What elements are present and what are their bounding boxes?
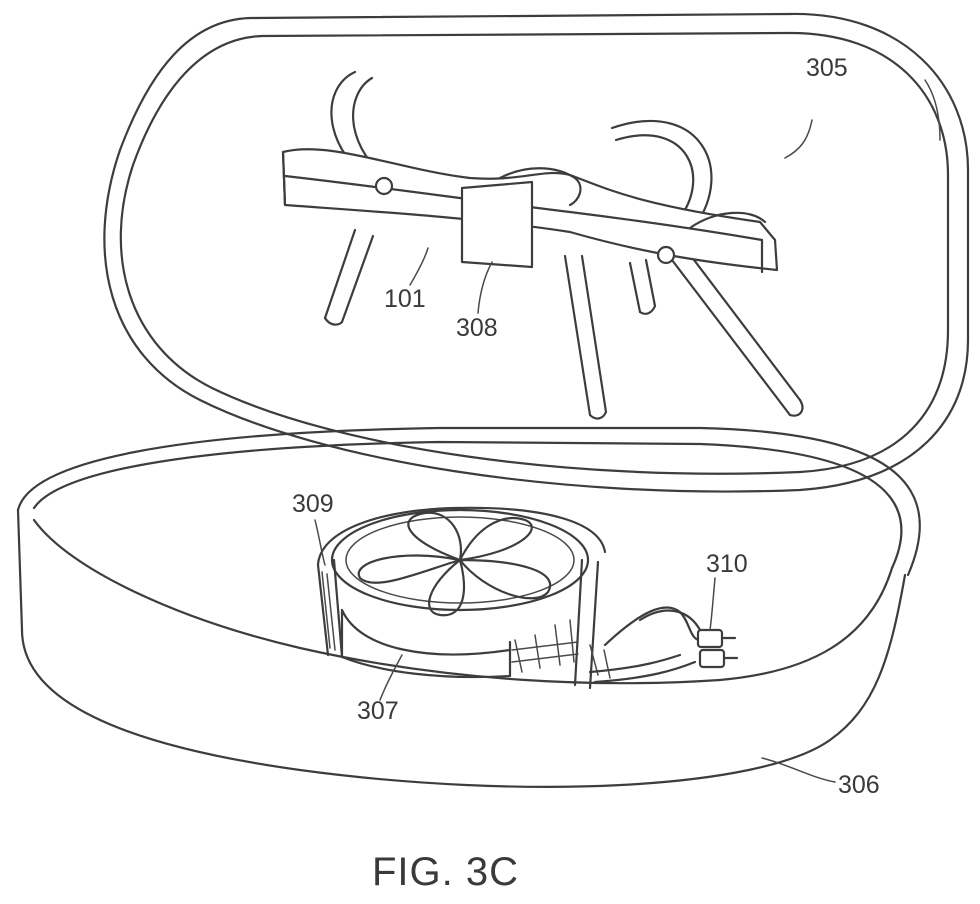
- eyewear: [281, 70, 804, 420]
- case-lid: [103, 12, 970, 493]
- connector-assembly: [588, 606, 739, 684]
- leader-lines: [314, 119, 836, 783]
- label-309: 309: [292, 490, 334, 518]
- figure-caption: FIG. 3C: [372, 850, 519, 894]
- drum-assembly: [316, 506, 611, 690]
- label-305: 305: [806, 54, 848, 82]
- label-307: 307: [357, 697, 399, 725]
- label-308: 308: [456, 314, 498, 342]
- label-306: 306: [838, 771, 880, 799]
- label-310: 310: [706, 550, 748, 578]
- label-101: 101: [384, 285, 426, 313]
- case-base: [16, 426, 921, 788]
